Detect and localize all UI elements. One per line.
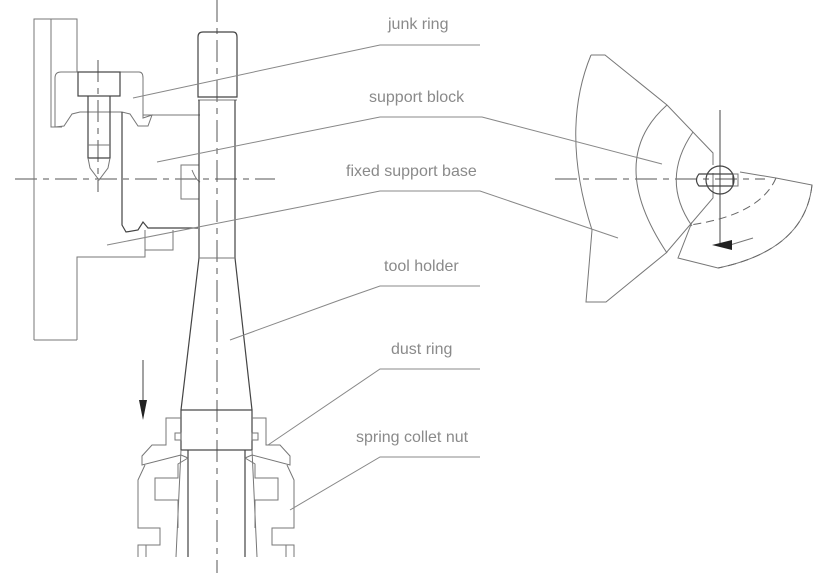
leader-junk-ring	[132, 44, 480, 99]
leader-fixed-support-base	[106, 190, 619, 246]
top-view-drawing	[555, 54, 813, 303]
leader-tool-holder	[229, 285, 480, 341]
spring-collet-nut	[137, 417, 295, 557]
feed-direction-arrow	[139, 360, 147, 420]
label-junk-ring: junk ring	[388, 16, 449, 33]
support-block	[121, 112, 201, 233]
label-tool-holder: tool holder	[384, 258, 459, 275]
leader-dust-ring	[267, 368, 480, 446]
tool-holder	[175, 31, 258, 558]
label-fixed-support-base: fixed support base	[346, 163, 477, 180]
label-dust-ring: dust ring	[391, 341, 453, 358]
leader-spring-collet-nut	[289, 456, 480, 511]
leader-support-block	[156, 116, 663, 165]
label-support-block: support block	[369, 89, 465, 106]
label-spring-collet-nut: spring collet nut	[356, 429, 469, 446]
junk-ring	[54, 71, 200, 181]
